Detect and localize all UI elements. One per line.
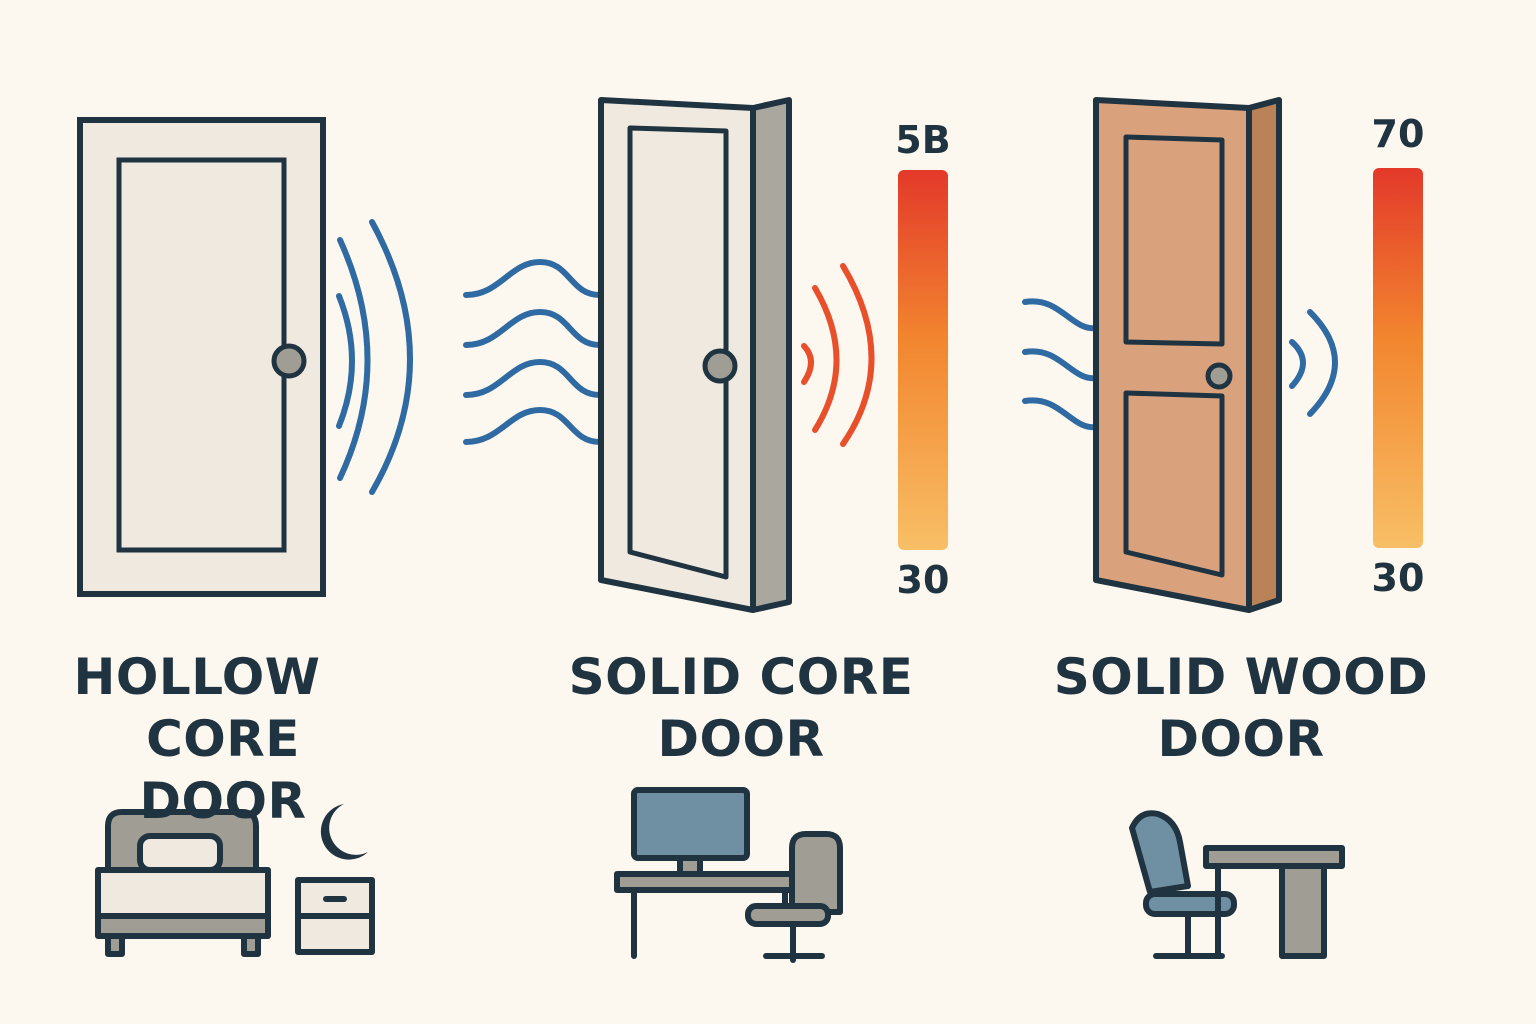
desk-icon (1203, 845, 1345, 959)
title-line-2: CORE DOOR (139, 710, 307, 830)
sound-level-scale-solid-wood (1373, 168, 1423, 548)
solid-core-door-title: SOLID CORE DOOR (556, 646, 926, 770)
computer-monitor-icon (631, 787, 750, 877)
bed-icon (95, 809, 271, 957)
title-line-1: SOLID WOOD (1053, 648, 1429, 706)
solid-core-door-icon (598, 97, 792, 613)
hollow-core-door-title: HOLLOW CORE DOOR (58, 646, 388, 832)
solid-wood-scale-bottom-label: 30 (1371, 556, 1425, 600)
title-line-1: HOLLOW (73, 648, 321, 706)
incoming-sound-solid-core-icon (463, 258, 603, 445)
title-line-2: DOOR (1157, 710, 1325, 768)
sound-waves-solid-core-icon (801, 263, 875, 447)
office-chair-icon (1129, 810, 1237, 959)
sound-level-scale-solid-core (898, 170, 948, 550)
sound-waves-hollow-icon (336, 219, 413, 495)
office-chair-icon (745, 831, 843, 963)
solid-core-scale-top-label: 5B (895, 118, 951, 162)
title-line-1: SOLID CORE (568, 648, 914, 706)
solid-wood-door-icon (1093, 97, 1282, 613)
solid-wood-door-title: SOLID WOOD DOOR (1046, 646, 1436, 770)
nightstand-icon (295, 877, 375, 955)
sound-waves-solid-wood-icon (1289, 309, 1338, 417)
title-line-2: DOOR (657, 710, 825, 768)
solid-core-scale-bottom-label: 30 (896, 558, 950, 602)
incoming-sound-solid-wood-icon (1022, 298, 1100, 431)
hollow-core-door-icon (77, 117, 326, 597)
solid-wood-scale-top-label: 70 (1371, 112, 1425, 156)
moon-icon (320, 804, 368, 860)
